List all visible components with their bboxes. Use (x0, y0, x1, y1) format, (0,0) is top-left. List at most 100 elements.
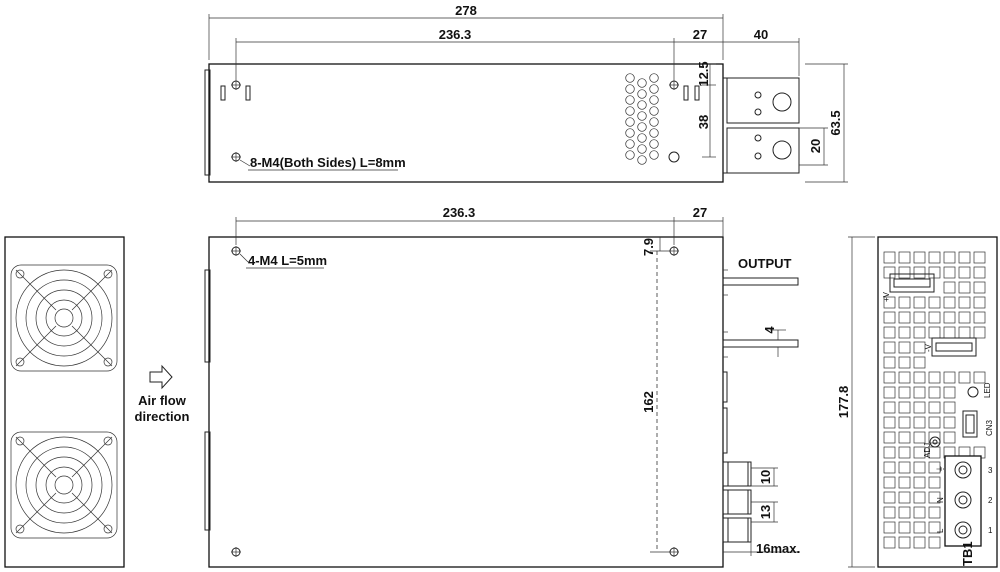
vent-square (928, 251, 941, 264)
vent-square (898, 491, 911, 504)
vent-square (913, 401, 926, 414)
vent-hole (637, 100, 647, 110)
vent-square (913, 461, 926, 474)
fan-ring (54, 308, 74, 328)
vent-square (883, 491, 896, 504)
vent-square (913, 521, 926, 534)
vent-hole (649, 128, 659, 138)
dim-hole-vertical-spacing: 38 (696, 115, 711, 129)
fan-mount-hole (15, 436, 25, 446)
vent-square (913, 476, 926, 489)
vent-square (898, 446, 911, 459)
vent-square (943, 386, 956, 399)
vent-square (973, 251, 986, 264)
fan-view (4, 236, 125, 568)
airflow-arrow-icon (149, 364, 173, 390)
vplus-terminal (889, 273, 935, 293)
fan-spoke (15, 325, 57, 367)
top-slot (694, 85, 700, 101)
vent-square (943, 371, 956, 384)
vent-square (883, 401, 896, 414)
fan-spoke (15, 436, 57, 478)
vent-hole (649, 95, 659, 105)
top-terminals (723, 77, 800, 174)
vent-square (928, 476, 941, 489)
vent-square (928, 416, 941, 429)
vent-square (928, 401, 941, 414)
vent-square (943, 281, 956, 294)
screw-hole-icon (669, 80, 679, 90)
fan-ring (25, 446, 103, 524)
vent-square (898, 251, 911, 264)
tb1-label-neutral: N (936, 497, 945, 503)
vent-square (943, 431, 956, 444)
screw-hole-icon (231, 152, 241, 162)
vent-hole (649, 117, 659, 127)
dim-side-top-offset: 7.9 (641, 238, 656, 256)
vent-square (898, 536, 911, 549)
fan-spoke (15, 269, 57, 311)
vent-square (958, 281, 971, 294)
vent-square (913, 326, 926, 339)
fan-mount-hole (15, 524, 25, 534)
vent-square (883, 461, 896, 474)
vent-square (883, 431, 896, 444)
note-top-screws: 8-M4(Both Sides) L=8mm (250, 155, 406, 170)
vent-square (898, 341, 911, 354)
fan-ring (45, 299, 83, 337)
vent-square (958, 251, 971, 264)
screw-hole-icon (231, 246, 241, 256)
input-terminal-block (722, 461, 752, 543)
terminal-screw-icon (954, 521, 972, 539)
vent-square (913, 251, 926, 264)
side-flange (204, 431, 211, 531)
airflow-label-line1: Air flow (138, 393, 187, 408)
vent-square (928, 386, 941, 399)
vent-square (898, 311, 911, 324)
airflow-indicator: Air flow direction (135, 364, 190, 424)
vent-square (883, 446, 896, 459)
vent-square (883, 341, 896, 354)
vent-square (943, 296, 956, 309)
vent-hole (625, 128, 635, 138)
vent-square (913, 356, 926, 369)
side-flange (204, 269, 211, 363)
vent-hole (649, 139, 659, 149)
vent-square (883, 476, 896, 489)
vent-hole (625, 106, 635, 116)
fan-spoke (71, 492, 113, 534)
dim-terminal-length: 40 (754, 27, 768, 42)
vent-hole (637, 133, 647, 143)
fan-mount-hole (103, 436, 113, 446)
vent-hole (637, 122, 647, 132)
screw-hole-icon (231, 80, 241, 90)
vent-square (913, 341, 926, 354)
vent-square (928, 296, 941, 309)
side-view-body (208, 236, 724, 568)
vent-hole (637, 155, 647, 165)
vent-square (898, 371, 911, 384)
vent-square (898, 476, 911, 489)
vent-square (928, 536, 941, 549)
fan-mount-hole (103, 269, 113, 279)
vent-hole (649, 73, 659, 83)
vent-square (898, 401, 911, 414)
vent-square (943, 416, 956, 429)
vent-square (913, 431, 926, 444)
vent-square (973, 326, 986, 339)
terminal-screw-icon (954, 461, 972, 479)
vent-square (943, 401, 956, 414)
vent-hole (625, 95, 635, 105)
airflow-label-line2: direction (135, 409, 190, 424)
dim-side-hole-spacing: 236.3 (443, 205, 476, 220)
vent-square (898, 506, 911, 519)
vent-square (928, 506, 941, 519)
vent-square (958, 311, 971, 324)
output-label: OUTPUT (738, 256, 792, 271)
vent-square (958, 296, 971, 309)
vent-square (913, 296, 926, 309)
vent-hole (649, 106, 659, 116)
tb1-label-ground: ⏚ (936, 465, 945, 473)
end-vent-grid (883, 251, 986, 549)
vent-square (943, 311, 956, 324)
